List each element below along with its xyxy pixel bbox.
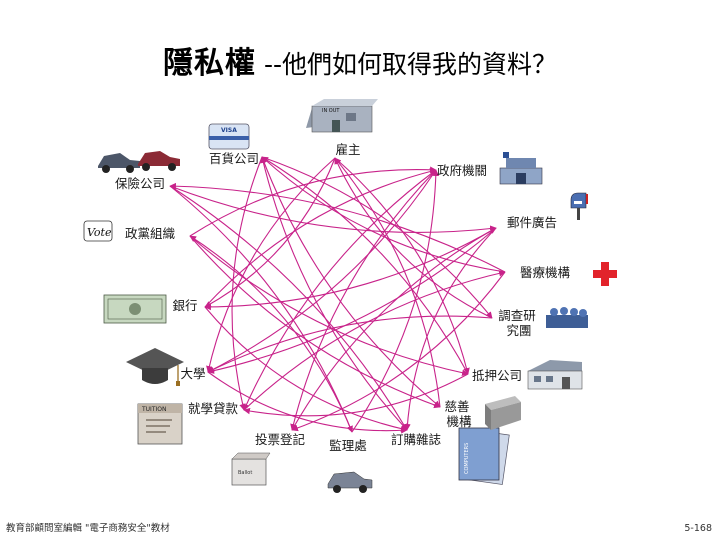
page-number: 5-168 — [684, 523, 712, 534]
flow-arrow-mail-to-university — [207, 227, 497, 374]
flow-arrow-survey-to-university — [207, 315, 493, 373]
flow-arrow-survey-to-employer — [334, 157, 493, 319]
flow-arrow-mail-to-bank — [204, 227, 497, 311]
house-icon — [527, 360, 583, 390]
graduation-cap-icon — [126, 348, 184, 386]
flow-arrow-government-to-loan — [243, 169, 437, 411]
flow-arrow-medical-to-insurance — [169, 182, 506, 273]
mailbox-icon — [570, 192, 588, 220]
flow-arrow-insurance-to-magazine — [169, 185, 408, 431]
flow-arrow-magazine-to-dept — [260, 156, 408, 431]
red-cross-icon — [593, 262, 617, 286]
flow-arrow-insurance-to-dmv — [169, 185, 353, 433]
banknote-icon — [103, 294, 167, 324]
card-brand-text: VISA — [221, 127, 237, 134]
node-magazine: 訂購雜誌 — [391, 432, 442, 447]
flow-arrow-employer-to-university — [206, 157, 336, 373]
flow-arrow-employer-to-bank — [204, 157, 336, 308]
node-employer: 雇主 — [335, 142, 360, 157]
node-student-loan: 就學貸款 — [188, 401, 239, 416]
research-group-icon — [546, 307, 588, 328]
data-flow-arrows — [169, 156, 506, 434]
flow-arrow-voter-to-mail — [291, 227, 497, 431]
node-survey-line1: 調查研 — [498, 308, 536, 323]
node-university: 大學 — [180, 366, 205, 381]
flow-arrow-loan-to-medical — [243, 270, 506, 411]
node-charity: 慈善 機構 — [445, 399, 474, 429]
flow-arrow-dept-to-loan — [231, 156, 263, 411]
flow-arrow-medical-to-voter — [291, 271, 506, 432]
flow-arrow-dept-to-charity — [261, 156, 441, 408]
vote-text: Vote — [87, 226, 112, 239]
flow-arrow-dmv-to-government — [351, 169, 440, 433]
donation-box-icon — [485, 396, 521, 430]
node-government: 政府機關 — [437, 163, 487, 178]
flow-arrow-bank-to-government — [204, 168, 437, 308]
flow-arrow-charity-to-employer — [334, 157, 441, 408]
node-bank: 銀行 — [172, 298, 197, 313]
node-political-party: 政黨組織 — [125, 226, 176, 241]
magazine-icon: COMPUTERS — [458, 427, 510, 485]
ballot-text: Ballot — [238, 470, 252, 476]
node-survey-line2: 究團 — [506, 323, 531, 338]
crashed-cars-icon — [98, 151, 180, 173]
credit-card-icon: VISA — [208, 123, 250, 150]
node-survey: 調查研 究團 — [498, 308, 540, 338]
flow-arrow-mortgage-to-dept — [261, 156, 469, 375]
factory-sign: IN OUT — [322, 108, 340, 114]
node-mail-ads: 郵件廣告 — [507, 215, 557, 230]
vote-icon: Vote — [83, 220, 113, 242]
tuition-text: TUITION — [141, 406, 166, 413]
government-building-icon — [499, 152, 543, 185]
flow-arrow-party-to-charity — [189, 235, 441, 409]
node-voter-reg: 投票登記 — [255, 432, 305, 447]
car-icon — [327, 471, 373, 493]
flow-arrow-medical-to-dept — [261, 156, 506, 273]
node-insurance: 保險公司 — [115, 176, 165, 191]
tuition-bill-icon: TUITION — [137, 403, 183, 445]
flow-arrow-university-to-magazine — [207, 371, 408, 434]
flow-arrow-mortgage-to-loan — [243, 373, 469, 417]
flow-arrow-bank-to-magazine — [204, 306, 408, 432]
flow-arrow-insurance-to-mail — [169, 185, 497, 233]
node-dmv: 監理處 — [329, 438, 367, 453]
flow-arrow-party-to-government — [189, 166, 437, 237]
ballot-box-icon: Ballot — [231, 452, 271, 486]
flow-arrow-dept-to-survey — [261, 156, 493, 319]
title-main: 隱私權 — [162, 46, 256, 81]
node-department-store: 百貨公司 — [209, 151, 259, 166]
flow-arrow-government-to-university — [207, 169, 437, 373]
flow-arrow-mail-to-magazine — [404, 227, 497, 431]
node-medical: 醫療機構 — [520, 265, 571, 280]
node-mortgage: 抵押公司 — [472, 368, 522, 383]
title-sub: --他們如何取得我的資料？ — [263, 50, 558, 79]
factory-icon: IN OUT — [306, 99, 378, 133]
page-title: 隱私權--他們如何取得我的資料？ — [0, 38, 720, 82]
flow-arrow-dmv-to-party — [189, 235, 353, 433]
node-charity-line2: 機構 — [446, 414, 472, 429]
footer-credit: 教育部顧問室編輯 "電子商務安全"教材 — [6, 523, 170, 534]
flow-arrow-employer-to-mortgage — [334, 157, 470, 375]
magazine-title: COMPUTERS — [464, 443, 470, 474]
flow-arrow-government-to-voter — [290, 169, 437, 431]
flow-arrow-party-to-mortgage — [189, 235, 469, 376]
node-charity-line1: 慈善 — [445, 399, 470, 414]
